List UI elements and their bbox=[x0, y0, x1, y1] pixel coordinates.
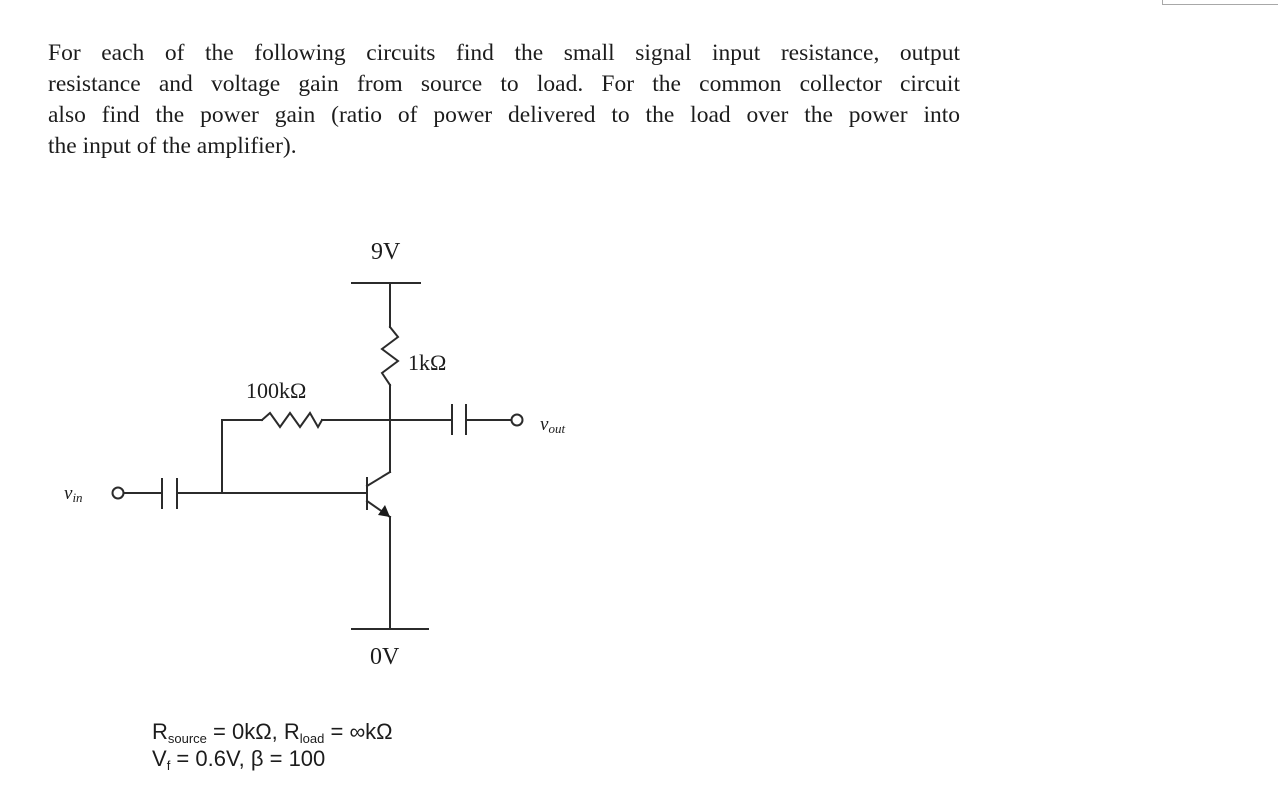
output-label: vout bbox=[540, 414, 565, 436]
r-source-sub: source bbox=[167, 731, 207, 746]
param-row-resistances: Rsource = 0kΩ, Rload = ∞kΩ bbox=[152, 718, 393, 745]
r-source-symbol: R bbox=[152, 719, 168, 744]
circuit-parameters: Rsource = 0kΩ, Rload = ∞kΩ Vf = 0.6V, β … bbox=[152, 718, 393, 772]
vf-value: = 0.6V, β = 100 bbox=[170, 746, 326, 771]
input-label: vin bbox=[64, 483, 83, 505]
param-row-transistor: Vf = 0.6V, β = 100 bbox=[152, 745, 393, 772]
r-source-value: = 0kΩ, bbox=[206, 719, 284, 744]
r-load-symbol: R bbox=[283, 719, 300, 744]
output-terminal bbox=[510, 413, 524, 427]
output-label-main: v bbox=[540, 414, 549, 435]
r-load-value: = ∞kΩ bbox=[324, 719, 393, 744]
transistor-collector-lead bbox=[365, 470, 392, 488]
emitter-arrow-icon bbox=[378, 505, 390, 517]
r-load-sub: load bbox=[299, 731, 325, 746]
supply-label: 9V bbox=[371, 239, 401, 265]
problem-line-3: also find the power gain (ratio of power… bbox=[48, 102, 960, 128]
problem-line-1: For each of the following circuits find … bbox=[48, 40, 960, 66]
feedback-resistor bbox=[260, 411, 324, 430]
input-label-main: v bbox=[64, 483, 73, 504]
problem-line-4: the input of the amplifier). bbox=[48, 133, 297, 159]
vf-sub: f bbox=[166, 758, 171, 773]
ground-label: 0V bbox=[370, 644, 400, 670]
problem-statement: For each of the following circuits find … bbox=[48, 38, 960, 162]
output-label-sub: out bbox=[548, 421, 565, 436]
vf-symbol: V bbox=[152, 746, 167, 771]
corner-frame bbox=[1162, 0, 1278, 5]
collector-resistor-label: 1kΩ bbox=[408, 350, 446, 375]
input-terminal bbox=[111, 486, 125, 500]
collector-resistor bbox=[380, 325, 400, 387]
feedback-resistor-label: 100kΩ bbox=[246, 378, 306, 403]
problem-line-2: resistance and voltage gain from source … bbox=[48, 71, 960, 97]
input-label-sub: in bbox=[72, 490, 82, 505]
